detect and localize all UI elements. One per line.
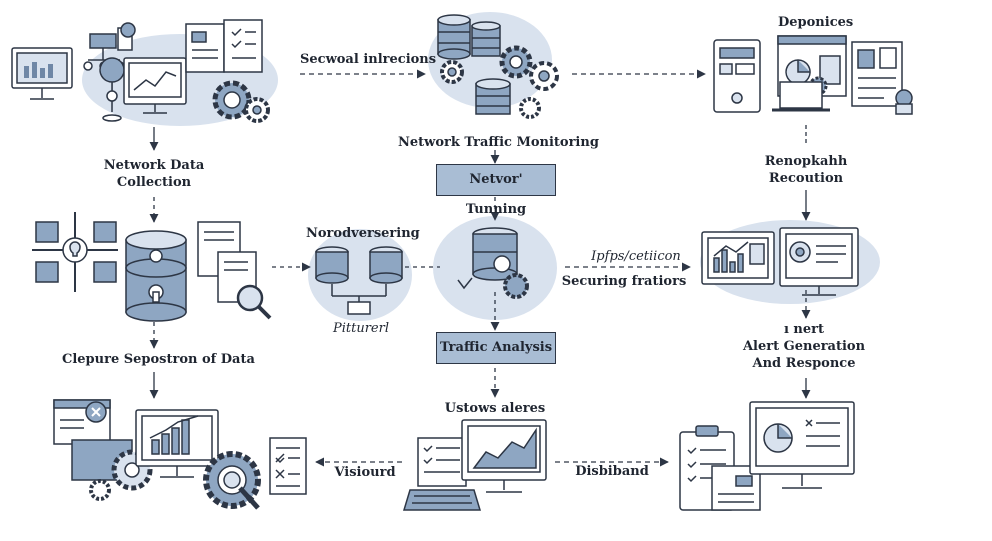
puzzle-network-icon: [32, 212, 118, 292]
laptop-icon-small: [772, 81, 830, 112]
box-traffic-analysis: Traffic Analysis: [436, 332, 556, 364]
label-ipfps: Ipfps/cetiicon: [591, 249, 681, 264]
label-alert-generation: ı nert Alert Generation And Responce: [738, 321, 870, 372]
label-visiourd: Visiourd: [334, 465, 396, 480]
monitor-chart-icon: [701, 231, 775, 285]
label-ustows-aleres: Ustows aleres: [444, 401, 546, 416]
location-pin-icon: [99, 57, 125, 122]
box-netvor-tunning: Netvor' Tunning: [436, 164, 556, 217]
chart-monitor-icon: [123, 57, 187, 114]
label-alert-line3: And Responce: [752, 356, 856, 371]
monitor-icon: [11, 47, 73, 100]
gear-icon-1: [440, 60, 464, 84]
label-deponices: Deponices: [778, 15, 854, 30]
top-left-cluster: [11, 19, 270, 123]
gear-icon-2: [499, 45, 559, 91]
gear-icon-3: [519, 97, 541, 119]
label-norodversering: Norodversering: [306, 226, 420, 241]
label-clepure-sepostron: Clepure Sepostron of Data: [62, 352, 255, 367]
label-securing-fratiors: Securing fratiors: [561, 274, 687, 289]
alert-window-icon: [53, 399, 111, 445]
label-renopkahh: Renopkahh Recoution: [758, 153, 854, 187]
label-alert-line2: Alert Generation: [742, 339, 866, 354]
bar-chart-monitor-icon: [135, 409, 219, 478]
center-database-icon: [457, 227, 529, 299]
database-icon-1: [437, 14, 471, 60]
label-network-data-line1: Network Data: [103, 158, 205, 173]
database-icon-2: [471, 21, 501, 57]
database-icon-3: [475, 78, 511, 115]
storage-servers-icon: [315, 246, 403, 315]
robot-small-icon: [895, 89, 913, 115]
tablet-icon: [713, 39, 761, 113]
reports-magnifier-icon: [197, 221, 272, 320]
bottom-center-cluster: [402, 419, 547, 511]
middle-left-cluster: [32, 212, 272, 322]
label-network-data-line2: Collection: [116, 175, 192, 190]
label-disbiband: Disbiband: [575, 464, 649, 479]
area-chart-monitor-icon: [461, 419, 547, 493]
bottom-left-cluster: [53, 399, 307, 510]
right-monitors-cluster: [701, 227, 859, 296]
connectors: [149, 69, 811, 467]
monitor-gauge-icon: [779, 227, 859, 296]
label-network-data-collection: Network Data Collection: [98, 157, 210, 191]
gears-icon: [212, 80, 270, 123]
puzzle-gear-icon: [71, 439, 153, 501]
label-renopkahh-line2: Recoution: [768, 171, 844, 186]
bottom-right-cluster: [679, 401, 855, 511]
magnifier-gear-icon: [203, 451, 261, 510]
label-renopkahh-line1: Renopkahh: [764, 154, 848, 169]
top-center-cluster: [437, 14, 559, 119]
analytics-monitor-icon: [749, 401, 855, 489]
label-network-traffic-monitoring: Network Traffic Monitoring: [398, 135, 599, 150]
label-pitturerl: Pitturerl: [332, 321, 389, 336]
label-secwoal: Secwoal inlrecions: [300, 52, 437, 67]
database-cylinder-icon: [125, 230, 187, 322]
label-alert-line1: ı nert: [783, 322, 825, 337]
document-icon-right: [851, 41, 903, 107]
laptop-checklist-icon: [402, 437, 482, 511]
document-stack-icon: [185, 19, 263, 73]
top-right-cluster: [713, 35, 913, 115]
checklist-icon: [269, 437, 307, 495]
